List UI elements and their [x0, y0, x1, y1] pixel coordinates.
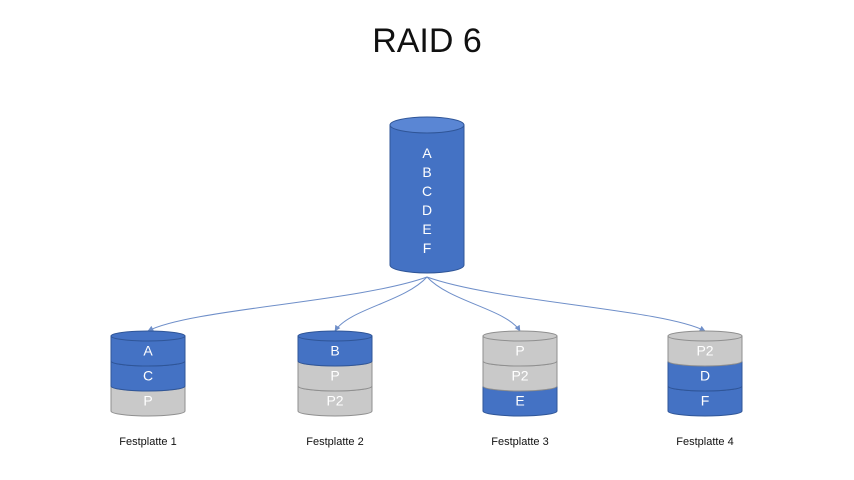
disk-segment-data	[667, 385, 743, 417]
disk-2: P2 PB Festplatte 2	[297, 330, 373, 448]
disk-segment-parity	[667, 335, 743, 367]
disk-label: Festplatte 3	[491, 436, 548, 448]
disk-segment-parity	[297, 385, 373, 417]
disk-label: Festplatte 2	[306, 436, 363, 448]
disk-segment-parity	[297, 360, 373, 392]
distribution-arrows	[147, 276, 706, 332]
disk-segment-label: A	[143, 343, 153, 359]
arrow-to-disk-2	[334, 276, 428, 332]
source-block-label: C	[422, 183, 432, 199]
source-block-label: E	[422, 221, 431, 237]
disk-segment-label: F	[701, 393, 710, 409]
disk-segment-top	[667, 330, 743, 342]
disk-segment-parity	[482, 360, 558, 392]
disk-segment-data	[667, 360, 743, 392]
disk-segment-label: E	[515, 393, 524, 409]
source-cylinder-top	[389, 116, 465, 134]
disk-segment-data	[110, 360, 186, 392]
source-block-label: A	[422, 145, 432, 161]
source-cylinder-body	[389, 124, 465, 274]
disk-segment-label: P2	[326, 393, 343, 409]
disk-label: Festplatte 4	[676, 436, 733, 448]
disk-segment-label: P	[143, 393, 152, 409]
arrow-to-disk-1	[147, 276, 428, 332]
page-title: RAID 6	[372, 22, 482, 60]
disk-segment-label: C	[143, 368, 153, 384]
disk-segment-label: P2	[511, 368, 528, 384]
disk-segment-label: P	[330, 368, 339, 384]
disk-segment-data	[482, 385, 558, 417]
disk-segment-label: B	[330, 343, 339, 359]
disk-label: Festplatte 1	[119, 436, 176, 448]
disk-segment-parity	[110, 385, 186, 417]
source-block-label: F	[423, 240, 432, 256]
arrow-to-disk-4	[426, 276, 706, 332]
disk-segment-label: P2	[696, 343, 713, 359]
disk-segment-top	[297, 330, 373, 342]
disk-1: PCA Festplatte 1	[110, 330, 186, 448]
disk-segment-data	[297, 335, 373, 367]
disk-segment-label: D	[700, 368, 710, 384]
disk-3: E P2 P Festplatte 3	[482, 330, 558, 448]
source-block-label: D	[422, 202, 432, 218]
disk-segment-parity	[482, 335, 558, 367]
disk-segment-top	[110, 330, 186, 342]
disk-segment-top	[482, 330, 558, 342]
arrow-to-disk-3	[426, 276, 521, 332]
source-block-label: B	[422, 164, 431, 180]
disk-segment-data	[110, 335, 186, 367]
disk-segment-label: P	[515, 343, 524, 359]
